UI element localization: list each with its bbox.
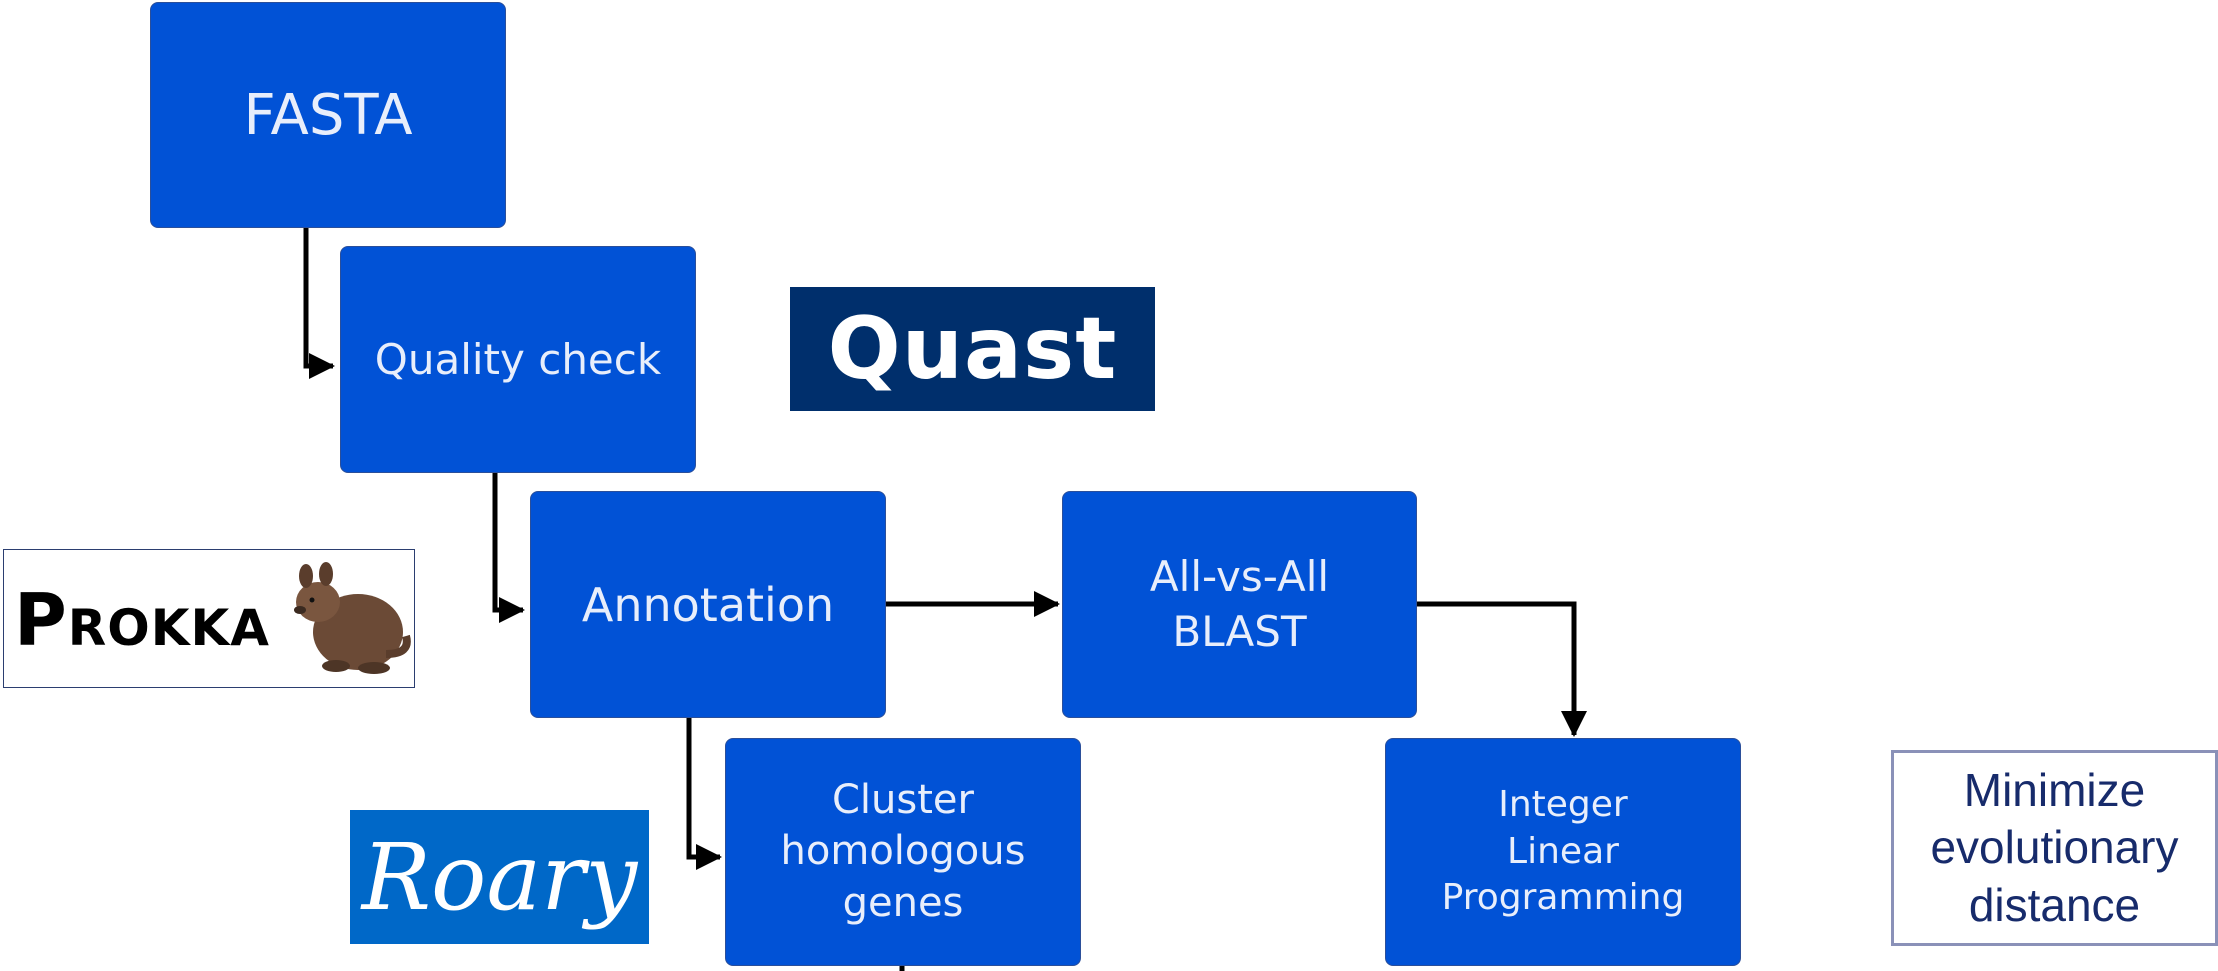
prokka-logo: PROKKA — [3, 549, 415, 688]
node-fasta-label: FASTA — [243, 82, 413, 148]
quast-logo: Quast — [790, 287, 1155, 411]
arrow-annotation-to-cluster — [686, 718, 722, 870]
node-all-vs-all-blast: All-vs-All BLAST — [1062, 491, 1417, 718]
node-cluster-label: Cluster homologous genes — [780, 777, 1026, 926]
node-all-vs-all-blast-label: All-vs-All BLAST — [1149, 551, 1330, 656]
arrow-quality-to-annotation — [492, 473, 525, 623]
node-cluster-homologous-genes: Cluster homologous genes — [725, 738, 1081, 966]
prokka-logo-text: PROKKA — [14, 578, 270, 662]
node-annotation-label: Annotation — [581, 577, 835, 632]
node-fasta: FASTA — [150, 2, 506, 228]
node-integer-linear-programming: Integer Linear Programming — [1385, 738, 1741, 966]
node-ilp-label: Integer Linear Programming — [1441, 783, 1685, 919]
arrow-blast-to-ilp — [1417, 601, 1587, 737]
node-annotation: Annotation — [530, 491, 886, 718]
quokka-icon — [294, 562, 411, 674]
objective-text: Minimize evolutionary distance — [1930, 763, 2179, 931]
roary-logo-text: Roary — [361, 823, 638, 931]
arrow-fasta-to-quality — [303, 228, 335, 379]
quast-logo-text: Quast — [827, 299, 1118, 399]
node-quality-check-label: Quality check — [374, 335, 662, 384]
node-quality-check: Quality check — [340, 246, 696, 473]
roary-logo: Roary — [350, 810, 649, 944]
objective-box: Minimize evolutionary distance — [1891, 750, 2218, 946]
